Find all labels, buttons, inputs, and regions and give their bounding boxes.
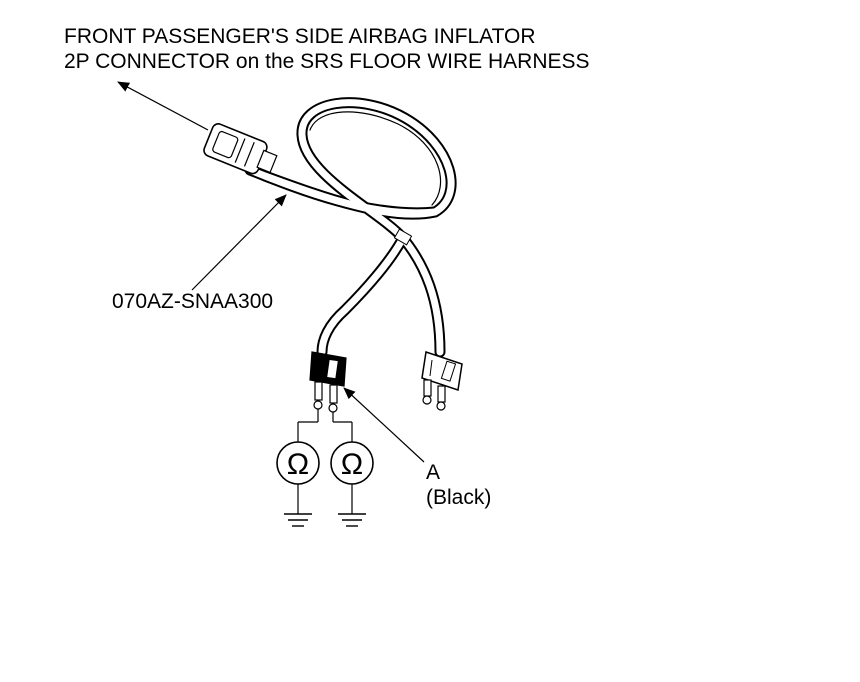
ohmmeter-2-symbol: Ω [341, 448, 363, 481]
title-line-1: FRONT PASSENGER'S SIDE AIRBAG INFLATOR [64, 25, 536, 48]
title-leader-arrow [117, 81, 209, 131]
callout-a-letter: A [426, 461, 441, 484]
connector-a-black [309, 351, 347, 413]
ohmmeter-1-symbol: Ω [287, 448, 309, 481]
part-number-label: 070AZ-SNAA300 [112, 290, 274, 313]
connector-white [421, 351, 463, 411]
ohmmeter-1: Ω [276, 441, 320, 514]
part-number-leader-arrow [191, 194, 287, 291]
callout-a-color-note: (Black) [426, 486, 492, 509]
ohmmeter-2: Ω [330, 441, 374, 514]
callout-a-leader-arrow [343, 387, 425, 463]
ground-symbol-1 [284, 513, 312, 527]
harness-2p-connector [203, 123, 278, 175]
probe-wires [297, 409, 353, 442]
title-line-2: 2P CONNECTOR on the SRS FLOOR WIRE HARNE… [64, 50, 590, 73]
ground-symbol-2 [338, 513, 366, 527]
harness-wires [244, 97, 457, 358]
